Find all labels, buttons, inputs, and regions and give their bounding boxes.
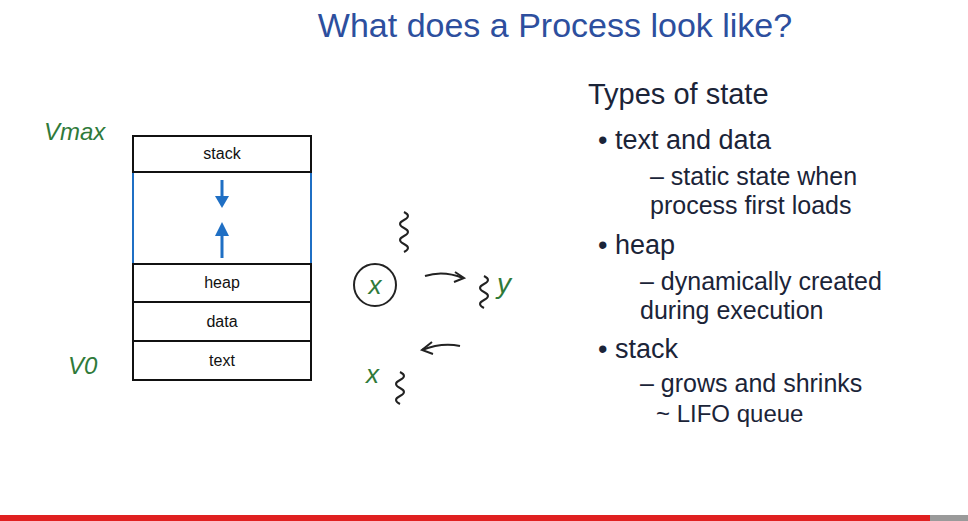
segment-box: stack [132,135,312,173]
thread-label: x [369,270,382,301]
segment-label: heap [204,274,240,292]
free-space [133,171,311,264]
progress-track [930,515,968,521]
address-label: Vmax [44,118,105,146]
progress-bar [0,515,930,521]
list-heading: Types of state [588,78,960,111]
heap-growth-arrow [221,234,224,258]
sub-item: – dynamically created during execution [640,267,950,325]
thread-squiggle [400,212,408,252]
segment-box: heap [132,263,312,303]
sub-item: – static state when process first loads [650,162,950,220]
arrowhead [215,222,229,236]
thread-squiggle [480,276,488,308]
thread-label: x [366,360,379,390]
title: What does a Process look like? [255,6,855,45]
sub-item: ~ LIFO queue [656,400,960,428]
address-label: V0 [68,352,97,380]
sub-item: – grows and shrinks [640,369,956,398]
segment-label: stack [203,145,240,163]
bullet-item: • text and data [598,125,960,156]
thread-squiggle [396,372,404,404]
current-thread-circle: x [352,262,398,308]
segment-label: data [206,313,237,331]
bullet-item: • stack [598,334,960,365]
arrowhead [215,196,229,208]
segment-box: data [132,301,312,342]
bullet-item: • heap [598,230,960,261]
thread-label: y [497,268,511,300]
arrowhead [422,342,433,354]
segment-label: text [209,352,235,370]
stack-growth-arrow [221,180,224,198]
arrowhead [454,272,464,282]
segment-box: text [132,340,312,381]
state-list: Types of state • text and data – static st… [588,78,960,428]
